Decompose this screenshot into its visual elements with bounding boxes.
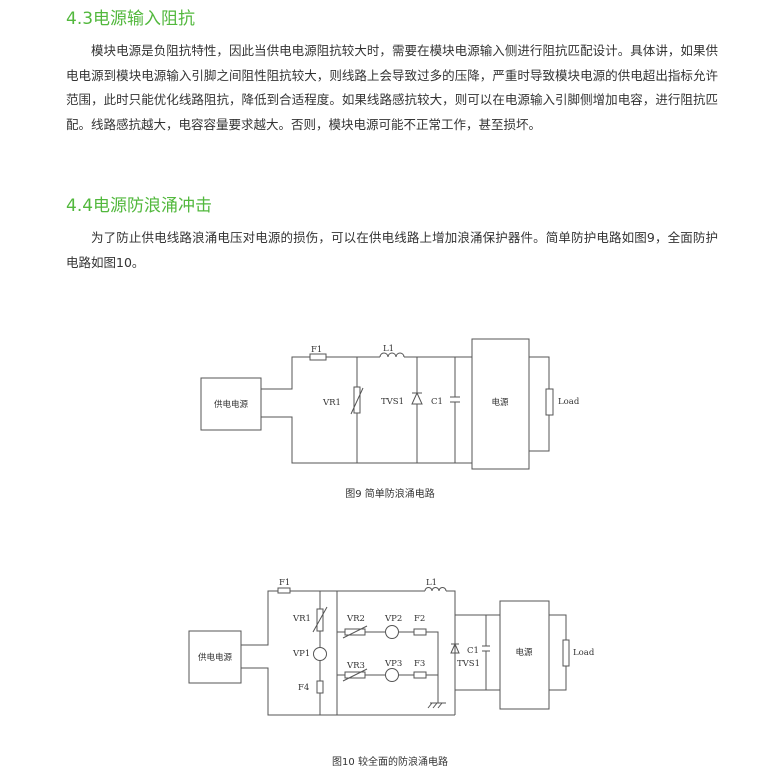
figure-10-f4 [316, 680, 324, 694]
figure-10-vr2-label: VR2 [346, 614, 365, 624]
figure-10-caption: 图10 较全面的防浪涌电路 [332, 757, 448, 768]
figure-10-load-label: Load [573, 648, 595, 658]
figure-10-fuse-1-label: F1 [279, 578, 290, 588]
figure-10-f4-label: F4 [298, 683, 309, 693]
figure-9-tvs-label: TVS1 [381, 397, 404, 407]
figure-10-ground [427, 702, 446, 709]
figure-9-fuse-label: F1 [311, 345, 322, 355]
figure-10-vp3 [385, 668, 399, 682]
section-4-4-heading: 4.4电源防浪涌冲击 [66, 196, 213, 216]
figure-10-module-box [499, 600, 550, 710]
figure-10-vp3-label: VP3 [384, 659, 402, 669]
figure-10-inductor [424, 587, 447, 592]
figure-10-capacitor [482, 645, 490, 652]
figure-10-module-label: 电源 [515, 647, 533, 658]
figure-10-vr1-label: VR1 [292, 614, 311, 624]
figure-9-supply-box [200, 377, 262, 431]
figure-9-load [545, 388, 554, 416]
figure-9-circuit: 供电电源 F1 L1 VR1 TVS1 C1 电源 Load [200, 338, 580, 470]
figure-9-inductor-label: L1 [383, 344, 394, 354]
figure-9-capacitor-label: C1 [431, 397, 443, 407]
figure-10-vp1 [313, 647, 327, 661]
figure-9-capacitor [450, 396, 460, 403]
figure-10-tvs [450, 642, 460, 654]
figure-10-f2-label: F2 [414, 614, 425, 624]
figure-9-load-label: Load [558, 397, 580, 407]
figure-10-vp2-label: VP2 [384, 614, 402, 624]
section-4-4-paragraph: 为了防止供电线路浪涌电压对电源的损伤，可以在供电线路上增加浪涌保护器件。简单防护… [66, 230, 718, 270]
figure-10-load [562, 639, 570, 667]
figure-10-f3 [413, 671, 427, 679]
figure-10-vp2 [385, 625, 399, 639]
figure-9-inductor [379, 352, 405, 358]
figure-10-circuit: 供电电源 F1 L1 VR1 VR2 VR3 VP1 VP2 VP3 F2 F3… [188, 578, 595, 716]
figure-9-supply-label: 供电电源 [214, 399, 249, 410]
figure-9-module-box [471, 338, 530, 470]
figure-9-tvs [411, 391, 423, 405]
figure-10-tvs-label: TVS1 [457, 659, 480, 669]
figure-10-f2 [413, 628, 427, 636]
figure-10-fuse-1 [277, 587, 291, 594]
section-4-3-paragraph: 模块电源是负阻抗特性，因此当供电电源阻抗较大时，需要在模块电源输入侧进行阻抗匹配… [66, 43, 718, 132]
figure-10-supply-box [188, 630, 242, 684]
figure-10-vr3-label: VR3 [346, 661, 365, 671]
figure-10-capacitor-label: C1 [467, 646, 479, 656]
figure-10-supply-label: 供电电源 [198, 652, 233, 663]
figure-9-caption: 图9 简单防浪涌电路 [345, 489, 435, 500]
figure-9-module-label: 电源 [491, 397, 509, 408]
figure-9-varistor-label: VR1 [322, 398, 341, 408]
figure-10-vp1-label: VP1 [292, 649, 310, 659]
figure-10-f3-label: F3 [414, 659, 425, 669]
figure-10-inductor-label: L1 [426, 578, 437, 588]
section-4-3-heading: 4.3电源输入阻抗 [66, 9, 196, 29]
